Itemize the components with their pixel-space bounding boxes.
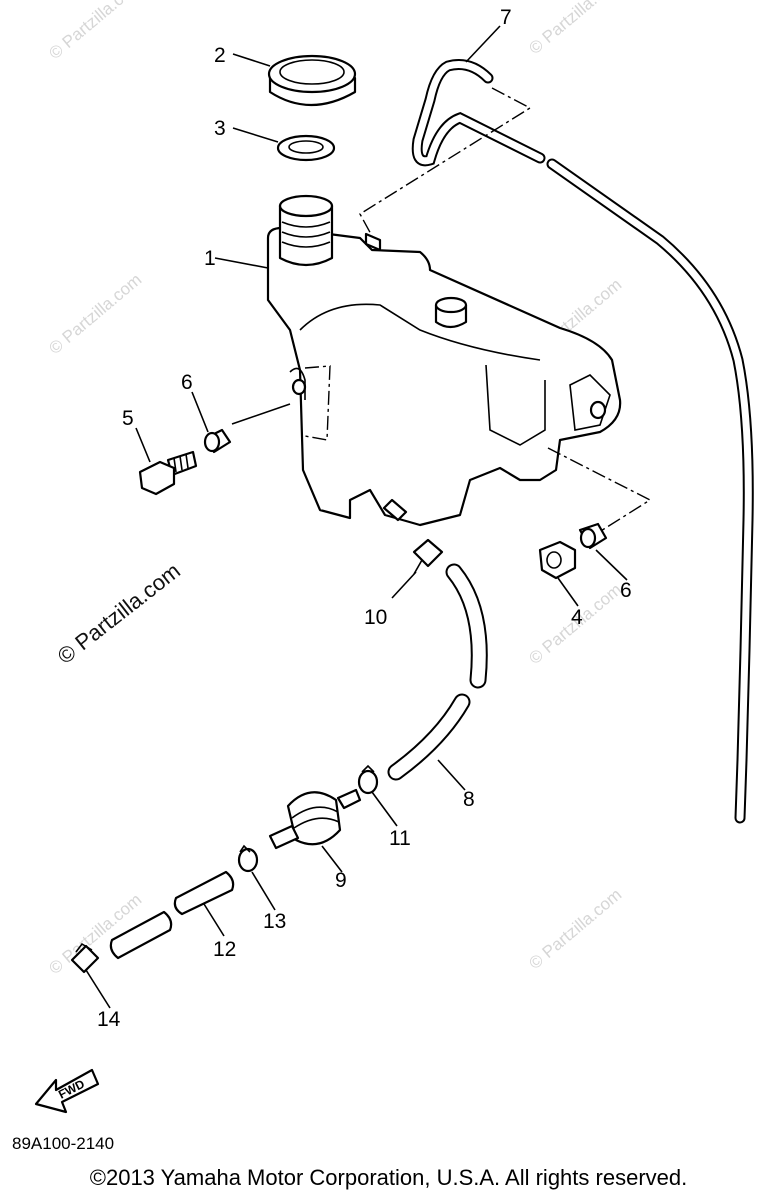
callout-13: 13 — [263, 910, 286, 933]
callout-10: 10 — [364, 606, 387, 629]
watermark: © Partzilla.com — [45, 270, 145, 358]
part-10-clamp — [412, 538, 444, 575]
part-3-gasket — [276, 134, 336, 162]
diagram-code: 89A100-2140 — [12, 1134, 115, 1153]
part-7-breather-hose — [411, 59, 754, 824]
watermark: © Partzilla.com — [525, 0, 625, 58]
callout-6: 6 — [181, 371, 193, 394]
callout-7: 7 — [500, 6, 512, 29]
callout-4: 4 — [571, 606, 583, 629]
callout-9: 9 — [335, 869, 347, 892]
callout-12: 12 — [213, 938, 236, 961]
callout-3: 3 — [214, 117, 226, 140]
watermark: © Partzilla.com — [525, 885, 625, 973]
part-5-bolt — [138, 450, 198, 496]
callout-5: 5 — [122, 407, 134, 430]
part-13-clip — [237, 844, 259, 873]
part-12-hoses — [109, 870, 235, 960]
callout-6b: 6 — [620, 579, 632, 602]
callout-2: 2 — [214, 44, 226, 67]
callout-14: 14 — [97, 1008, 121, 1031]
watermark: © Partzilla.com — [45, 0, 145, 63]
part-8-hose — [387, 563, 488, 781]
part-6-collar-left — [203, 428, 232, 454]
part-1-oil-tank — [266, 194, 622, 527]
leader-lines — [85, 25, 628, 1009]
callouts: 1 2 3 4 5 6 6 7 8 9 10 11 12 13 14 — [97, 6, 632, 1031]
fwd-arrow-icon: FWD — [34, 1068, 100, 1114]
part-2-cap — [267, 54, 357, 107]
callout-8: 8 — [463, 788, 475, 811]
part-11-clip — [357, 764, 379, 795]
assembly-guide-lines — [231, 87, 652, 535]
copyright: ©2013 Yamaha Motor Corporation, U.S.A. A… — [89, 1165, 688, 1190]
watermark-main: © Partzilla.com — [53, 558, 185, 669]
callout-11: 11 — [389, 827, 411, 850]
part-9-filter — [268, 788, 362, 850]
part-6-collar-right — [578, 522, 608, 550]
callout-1: 1 — [204, 247, 216, 270]
part-14-clamp — [70, 942, 100, 974]
part-4-grommet — [538, 540, 577, 580]
